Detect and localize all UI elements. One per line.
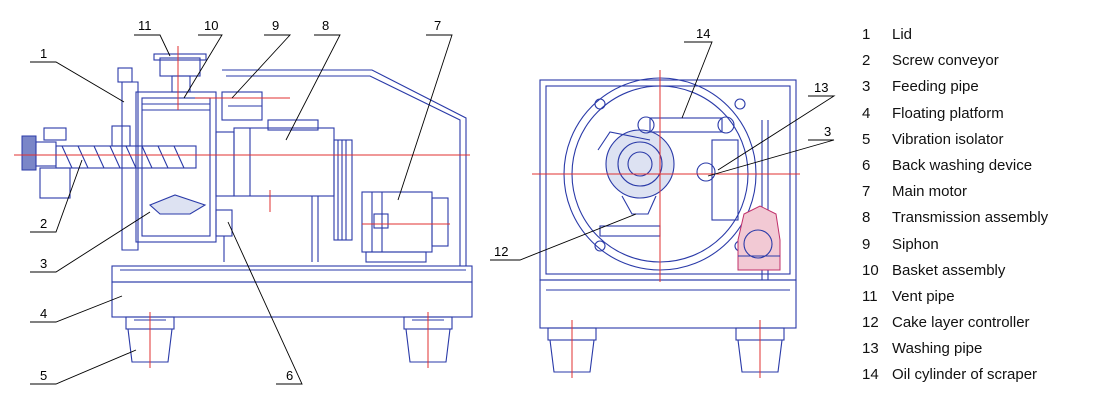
back-washing-device	[215, 209, 233, 237]
side-view-callouts: 1 2 3 4 5 6 7 8 9 10 11	[30, 18, 453, 385]
front-view-callouts: 14 13 3 12	[490, 26, 836, 261]
front-view	[532, 70, 800, 378]
callout-10: 10	[204, 18, 218, 33]
washing-pipe	[696, 162, 716, 182]
legend-number: 6	[862, 156, 871, 174]
legend-label: Main motor	[892, 183, 968, 201]
legend-number: 4	[862, 104, 871, 122]
pulley	[333, 139, 353, 241]
callout-7: 7	[434, 18, 441, 33]
legend-item: 13 Washing pipe	[862, 336, 1092, 362]
callout-1: 1	[40, 46, 47, 61]
main-motor	[361, 191, 449, 263]
legend-item: 6 Back washing device	[862, 153, 1092, 179]
legend-number: 12	[862, 314, 879, 332]
legend-item: 14 Oil cylinder of scraper	[862, 362, 1092, 388]
callout-2: 2	[40, 216, 47, 231]
vent-pipe	[159, 57, 201, 77]
lid	[121, 81, 139, 251]
callout-11: 11	[138, 18, 152, 33]
legend-item: 7 Main motor	[862, 179, 1092, 205]
legend-item: 11 Vent pipe	[862, 284, 1092, 310]
callout-3: 3	[40, 256, 47, 271]
legend-label: Siphon	[892, 235, 939, 253]
legend-number: 13	[862, 340, 879, 358]
front-drive-unit	[737, 205, 781, 271]
legend-number: 1	[862, 26, 871, 43]
legend-label: Vibration isolator	[892, 130, 1004, 148]
callout-14: 14	[696, 26, 710, 41]
cake-layer-controller	[621, 195, 657, 215]
legend-number: 14	[862, 366, 879, 384]
legend-label: Washing pipe	[892, 340, 983, 358]
callout-5: 5	[40, 368, 47, 383]
legend-number: 2	[862, 52, 871, 70]
legend-number: 8	[862, 209, 871, 227]
legend-label: Back washing device	[892, 156, 1033, 174]
legend-item: 8 Transmission assembly	[862, 205, 1092, 231]
legend-item: 12 Cake layer controller	[862, 310, 1092, 336]
legend-number: 10	[862, 261, 879, 279]
callout-13: 13	[814, 80, 828, 95]
callout-12: 12	[494, 244, 508, 259]
callout-3-front: 3	[824, 124, 831, 139]
screw-conveyor	[21, 125, 197, 199]
callout-4: 4	[40, 306, 47, 321]
legend-number: 9	[862, 235, 871, 253]
legend-item: 2 Screw conveyor	[862, 48, 1092, 74]
legend-label: Floating platform	[892, 104, 1004, 122]
legend-label: Screw conveyor	[892, 52, 999, 70]
legend-label: Basket assembly	[892, 261, 1006, 279]
callout-6: 6	[286, 368, 293, 383]
legend-number: 5	[862, 130, 871, 148]
callout-8: 8	[322, 18, 329, 33]
base-frame	[111, 265, 473, 283]
legend: 1 Lid 2 Screw conveyor 3 Feeding pipe 4 Floatin…	[862, 22, 1092, 389]
legend-label: Vent pipe	[892, 287, 955, 305]
legend-number: 7	[862, 183, 871, 201]
legend-label: Oil cylinder of scraper	[892, 366, 1038, 384]
floating-platform	[111, 281, 473, 318]
legend-item: 5 Vibration isolator	[862, 127, 1092, 153]
front-platform	[539, 279, 797, 329]
legend-label: Transmission assembly	[892, 209, 1049, 227]
legend-label: Lid	[892, 26, 913, 43]
legend-item: 10 Basket assembly	[862, 258, 1092, 284]
legend-label: Cake layer controller	[892, 314, 1030, 332]
legend-item: 4 Floating platform	[862, 101, 1092, 127]
legend-item: 3 Feeding pipe	[862, 74, 1092, 100]
side-view	[14, 46, 473, 368]
legend-item: 1 Lid	[862, 22, 1092, 48]
basket-assembly	[135, 91, 217, 243]
legend-number: 3	[862, 78, 871, 96]
legend-label: Feeding pipe	[892, 78, 979, 96]
legend-number: 11	[862, 287, 878, 305]
legend-item: 9 Siphon	[862, 232, 1092, 258]
transmission-assembly	[233, 127, 335, 197]
housing-shroud	[222, 69, 467, 266]
oil-cylinder	[649, 117, 723, 133]
callout-9: 9	[272, 18, 279, 33]
